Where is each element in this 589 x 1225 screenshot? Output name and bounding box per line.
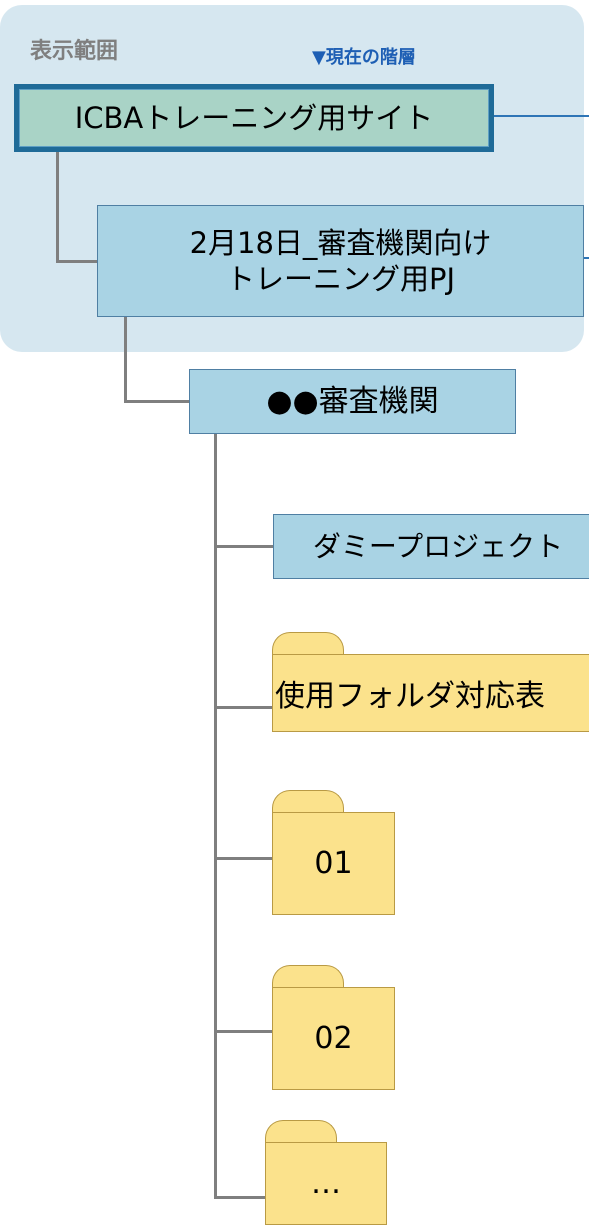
connector-folder-02 <box>214 1030 274 1033</box>
folder-more[interactable]: … <box>265 1120 387 1225</box>
folder-label: … <box>311 1166 341 1201</box>
connector-project-to-org-vertical <box>124 317 127 402</box>
folder-body: 01 <box>272 812 395 915</box>
display-range-label: 表示範囲 <box>30 39 119 64</box>
folder-tab <box>265 1120 337 1146</box>
folder-label: 使用フォルダ対応表 <box>275 679 545 714</box>
site-node-label: ICBAトレーニング用サイト <box>74 100 434 135</box>
project-node-line2: トレーニング用PJ <box>225 262 456 296</box>
folder-label: 01 <box>314 846 353 881</box>
folder-body: … <box>265 1142 387 1225</box>
connector-site-to-project-vertical <box>56 152 59 262</box>
organization-node-label: ●●審査機関 <box>266 383 439 419</box>
folder-mapping-table[interactable]: 使用フォルダ対応表 <box>272 632 589 732</box>
connector-folder-mapping <box>214 706 274 709</box>
site-link-line <box>494 115 589 117</box>
dummy-project-node[interactable]: ダミープロジェクト <box>273 514 589 579</box>
organization-node[interactable]: ●●審査機関 <box>189 369 516 434</box>
connector-folder-01 <box>214 857 274 860</box>
folder-body: 02 <box>272 987 395 1090</box>
folder-label: 02 <box>314 1021 353 1056</box>
current-level-label: ▼現在の階層 <box>312 47 416 68</box>
connector-site-to-project-horizontal <box>56 260 98 263</box>
dummy-project-label: ダミープロジェクト <box>312 530 564 563</box>
folder-01[interactable]: 01 <box>272 790 395 915</box>
connector-project-to-org-horizontal <box>124 400 190 403</box>
folder-body: 使用フォルダ対応表 <box>272 654 589 732</box>
project-node-line1: 2月18日_審査機関向け <box>189 225 492 260</box>
folder-tab <box>272 632 344 658</box>
site-node[interactable]: ICBAトレーニング用サイト <box>14 84 494 152</box>
folder-tab <box>272 790 344 816</box>
connector-folder-more <box>214 1196 266 1199</box>
project-node[interactable]: 2月18日_審査機関向け トレーニング用PJ <box>97 205 584 317</box>
folder-02[interactable]: 02 <box>272 965 395 1090</box>
folder-tab <box>272 965 344 991</box>
connector-org-children-vertical <box>214 434 217 1199</box>
connector-dummy-project <box>214 545 274 548</box>
